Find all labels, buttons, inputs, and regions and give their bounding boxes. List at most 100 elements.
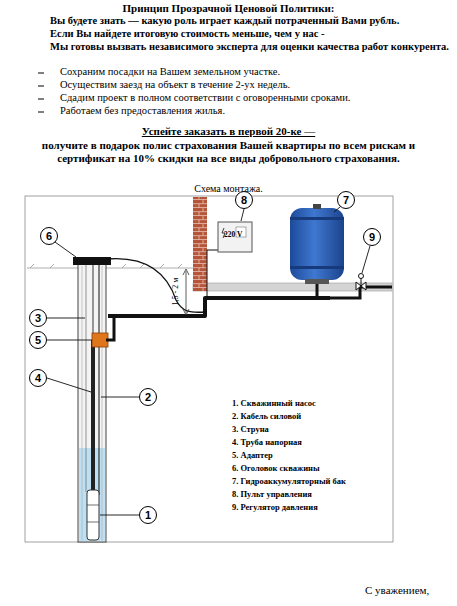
bullet-item: Работаем без предоставления жилья. [60,105,225,116]
bullet-item: Сохраним посадки на Вашем земельном учас… [60,66,280,77]
intro-line: Если Вы найдете итоговую стоимость меньш… [50,28,450,40]
control-panel [218,222,252,252]
power-cable [108,259,205,313]
intro-line: Вы будете знать — какую роль играет кажд… [50,15,450,27]
pressure-pipe [92,265,93,334]
well-head [73,257,111,265]
bullet-item: Осуществим заезд на объект в течение 2-у… [60,79,450,91]
callout-number: 1 [145,510,151,521]
well-casing [78,264,106,542]
callout-circle: 9 [363,228,381,246]
callout-number: 2 [145,392,151,403]
legend-item: 9. Регулятор давления [232,503,318,513]
floor-slab [193,283,392,291]
callout-circle: 1 [139,506,157,524]
leader-line [47,207,370,515]
dimension-label: 1,5 - 2 м [171,278,180,306]
intro-line: Мы готовы вызвать независимого эксперта … [50,41,449,52]
hydro-tank [290,204,344,284]
callout-number: 4 [35,373,41,384]
page-title: Принцип Прозрачной Ценовой Политики: [0,2,457,15]
hydro-tank [290,208,344,280]
bullet-dash [38,112,44,113]
callout-number: 7 [343,195,349,206]
leader-line [362,246,370,273]
hydro-tank [305,279,329,284]
leader-line [47,378,91,392]
string-line [86,265,87,492]
callout-number: 8 [241,195,247,206]
callout-number: 6 [46,231,52,242]
callout-circle: 4 [29,369,47,387]
legend-item: 1. Скважинный насос [232,399,316,409]
legend-item: 7. Гидроаккумуляторный бак [232,477,346,487]
pressure-regulator [361,278,362,286]
bullet-item: Сдадим проект в полном соответствии с ог… [60,92,350,103]
control-panel [218,222,252,252]
leader-line [55,242,76,257]
bullet-dash [38,86,44,87]
power-cable [207,250,226,300]
intro-line: Мы готовы вызвать независимого эксперта … [50,41,450,53]
ground-line [27,268,193,269]
adapter [92,333,108,347]
well-casing [82,266,83,540]
pressure-regulator [359,274,364,279]
well-casing [78,264,106,542]
intro-line: Вы будете знать — какую роль играет кажд… [50,15,399,26]
legend-item: 5. Адаптер [232,451,273,461]
bullet-dash [38,99,44,100]
callout-circle: 7 [337,191,355,209]
callout-circle: 5 [29,331,47,349]
depth-dimension [183,269,189,315]
diagram-frame [25,196,393,542]
water-pipe [106,318,114,340]
diagram-caption: Схема монтажа. [0,183,457,195]
bullet-dash [38,73,44,74]
leader-line [47,340,92,341]
leader-line [47,318,85,319]
well-casing [102,266,103,540]
borehole-pump [87,490,99,540]
callout-circle: 8 [235,191,253,209]
hydro-tank [313,204,321,209]
closing-line: С уважением, [365,584,429,597]
legend-item: 3. Струна [232,425,269,435]
pressure-pipe [91,340,95,492]
legend-item: 8. Пульт управления [232,490,312,500]
borehole-pump [87,505,99,506]
leader-line [241,209,244,221]
borehole-pump [87,522,99,523]
leader-line [101,397,139,398]
legend-item: 6. Оголовок скважины [232,464,320,474]
bullet-item: Сдадим проект в полном соответствии с ог… [60,92,450,104]
bullet-item: Работаем без предоставления жилья. [60,105,450,117]
power-cable [99,265,100,495]
legend-item: 4. Труба напорная [232,438,302,448]
bullet-item: Сохраним посадки на Вашем земельном учас… [60,66,450,78]
leader-line [100,515,139,516]
callout-number: 3 [35,313,41,324]
pressure-regulator [356,274,366,291]
legend-item: 2. Кабель силовой [232,412,301,422]
hydro-tank [290,217,344,220]
depth-dimension [183,269,189,315]
water-pipe [317,282,392,298]
borehole-pump [87,490,99,540]
callout-circle: 3 [29,309,47,327]
bullet-item: Осуществим заезд на объект в течение 2-у… [60,79,290,90]
leader-line [334,207,340,212]
intro-line: Если Вы найдете итоговую стоимость меньш… [50,28,325,39]
hydro-tank [290,266,344,269]
voltage-label: 220 V [224,231,242,240]
water-pipe [108,298,330,316]
brick-wall [193,197,207,291]
callout-number: 5 [35,335,41,346]
callout-number: 9 [369,232,375,243]
offer-heading: Успейте заказать в первой 20-ке — [0,125,457,138]
depth-dimension [186,271,187,313]
callout-circle: 2 [139,388,157,406]
callout-circle: 6 [40,227,58,245]
